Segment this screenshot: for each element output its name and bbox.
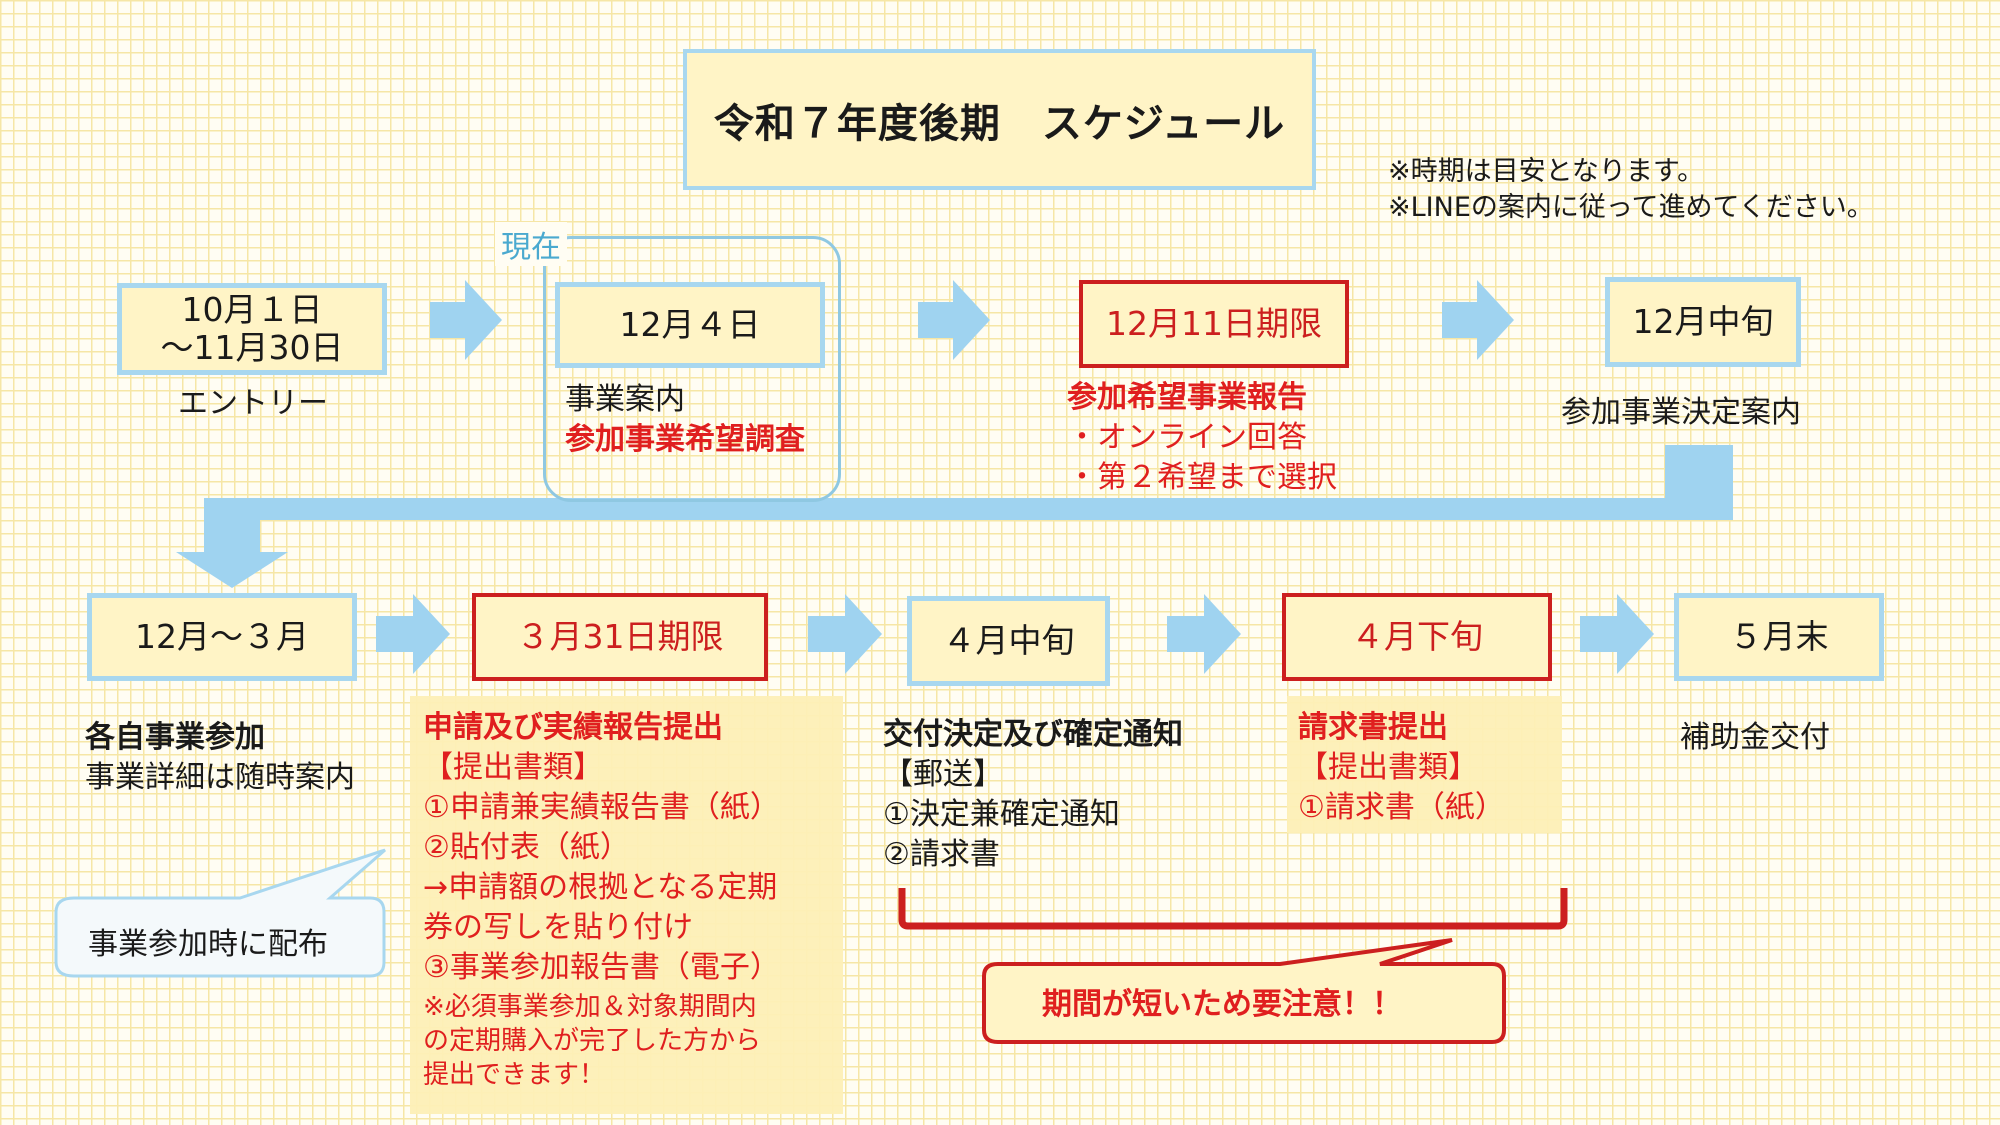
arrow-right-icon: [918, 280, 990, 360]
step-8-line-2: ①請求書（紙）: [1298, 790, 1505, 825]
step-6-note-2: の定期購入が完了した方から: [423, 1026, 762, 1056]
step-6-line-2: ①申請兼実績報告書（紙）: [423, 790, 780, 825]
caution-bubble-shape: [982, 938, 1506, 1044]
caution-callout-text: 期間が短いため要注意！！: [1042, 987, 1402, 1022]
step-2-desc-highlight: 参加事業希望調査: [565, 422, 805, 457]
arrow-right-icon: [1167, 594, 1241, 674]
arrow-right-icon: [808, 594, 882, 674]
step-5-desc-sub: 事業詳細は随時案内: [85, 760, 355, 795]
step-3-date-box: 12月11日期限: [1079, 280, 1349, 368]
step-6-note-3: 提出できます！: [423, 1060, 606, 1090]
arrow-return-icon: [176, 445, 1733, 588]
step-1-date-line2: ～11月30日: [160, 328, 344, 367]
step-6-line-1: 【提出書類】: [423, 750, 603, 785]
step-6-desc-title: 申請及び実績報告提出: [423, 710, 723, 745]
step-6-date-box: ３月31日期限: [472, 593, 768, 681]
step-7-line-3: ②請求書: [883, 837, 1000, 872]
step-8-desc-title: 請求書提出: [1298, 710, 1448, 745]
note-2: ※LINEの案内に従って進めてください。: [1388, 192, 1874, 223]
step-7-line-1: 【郵送】: [883, 757, 1003, 792]
step-5-date-box: 12月～３月: [87, 593, 357, 681]
step-7-desc-title: 交付決定及び確定通知: [883, 717, 1183, 752]
step-9-date-box: ５月末: [1674, 593, 1884, 681]
arrow-right-icon: [376, 594, 450, 674]
current-label: 現在: [495, 222, 567, 266]
note-1: ※時期は目安となります。: [1388, 156, 1705, 187]
distribute-callout-text: 事業参加時に配布: [88, 927, 328, 962]
step-7-line-2: ①決定兼確定通知: [883, 797, 1120, 832]
step-6-panel: [410, 696, 843, 1114]
step-6-line-3: ②貼付表（紙）: [423, 830, 630, 865]
step-6-line-6: ③事業参加報告書（電子）: [423, 950, 780, 985]
arrow-right-icon: [1442, 280, 1514, 360]
step-3-bullet-2: ・第２希望まで選択: [1067, 460, 1337, 495]
step-8-panel: [1287, 696, 1562, 833]
current-step-frame: [543, 236, 841, 502]
step-6-note-1: ※必須事業参加＆対象期間内: [423, 992, 757, 1022]
step-6-line-5: 券の写しを貼り付け: [423, 910, 693, 945]
step-4-desc: 参加事業決定案内: [1561, 395, 1801, 430]
step-2-date-box: 12月４日: [555, 282, 825, 368]
step-9-desc: 補助金交付: [1680, 720, 1830, 755]
step-3-bullet-1: ・オンライン回答: [1067, 420, 1307, 455]
step-2-desc: 事業案内: [565, 382, 685, 417]
step-5-desc-title: 各自事業参加: [85, 720, 265, 755]
step-6-line-4: →申請額の根拠となる定期: [423, 870, 778, 905]
period-bracket: [898, 888, 1568, 930]
speech-bubble-shape: [54, 848, 386, 978]
step-1-date-box: 10月１日 ～11月30日: [117, 283, 387, 375]
step-3-desc-title: 参加希望事業報告: [1067, 380, 1307, 415]
step-8-line-1: 【提出書類】: [1298, 750, 1478, 785]
page-title: 令和７年度後期 スケジュール: [683, 49, 1316, 190]
step-7-date-box: ４月中旬: [907, 596, 1110, 686]
step-1-desc: エントリー: [178, 386, 328, 421]
step-1-date-line1: 10月１日: [181, 290, 323, 329]
step-4-date-box: 12月中旬: [1605, 277, 1801, 367]
arrow-right-icon: [1580, 594, 1654, 674]
step-8-date-box: ４月下旬: [1282, 593, 1552, 681]
arrow-right-icon: [430, 280, 502, 360]
